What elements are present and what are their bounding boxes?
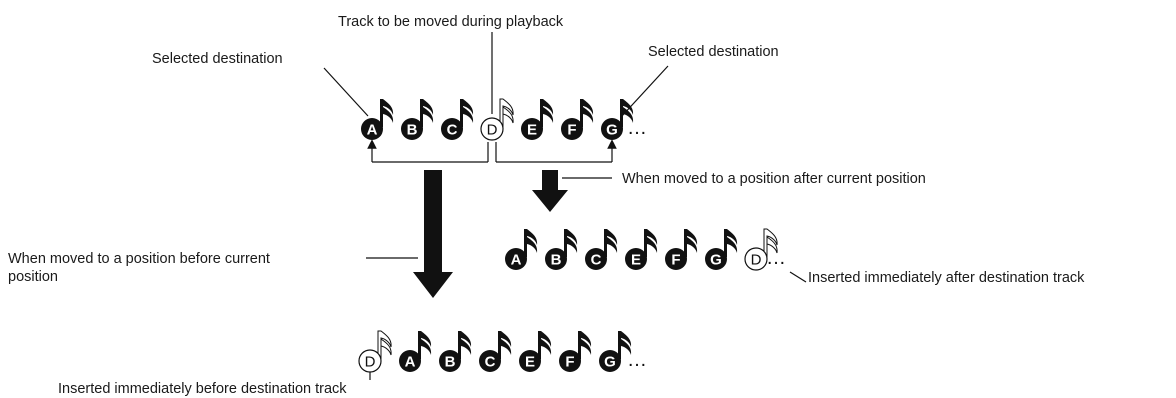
- big-arrow-after: [532, 170, 568, 212]
- track-letter: B: [445, 354, 456, 371]
- track-note-icon: F: [561, 99, 594, 140]
- track-note-icon: F: [559, 331, 592, 372]
- before-row-ellipsis: …: [627, 349, 647, 371]
- track-note-icon: D: [480, 98, 514, 141]
- track-letter: A: [405, 354, 416, 371]
- track-note-icon: B: [545, 229, 578, 270]
- moved-before-label-line2: position: [8, 269, 58, 285]
- moved-before-label-line1: When moved to a position before current: [8, 251, 270, 267]
- track-letter: E: [631, 252, 641, 269]
- track-note-icon: G: [705, 229, 738, 270]
- track-letter: G: [710, 252, 722, 269]
- track-note-icon: F: [665, 229, 698, 270]
- track-letter: D: [365, 354, 376, 371]
- track-note-icon: E: [521, 99, 554, 140]
- after-row-ellipsis: …: [766, 247, 786, 269]
- selected-destination-right-label: Selected destination: [648, 44, 779, 60]
- selected-destination-left-label: Selected destination: [152, 51, 283, 67]
- moved-after-label: When moved to a position after current p…: [622, 171, 926, 187]
- track-note-icon: E: [519, 331, 552, 372]
- original-track-row: A B C D E F G: [361, 98, 634, 141]
- track-letter: C: [485, 354, 496, 371]
- track-note-icon: C: [585, 229, 618, 270]
- track-letter: B: [551, 252, 562, 269]
- track-note-icon: C: [479, 331, 512, 372]
- inserted-after-leader: [789, 271, 807, 283]
- original-row-ellipsis: …: [627, 117, 647, 139]
- track-letter: C: [447, 122, 458, 139]
- track-letter: G: [604, 354, 616, 371]
- track-letter: C: [591, 252, 602, 269]
- track-letter: D: [751, 252, 762, 269]
- track-note-icon: E: [625, 229, 658, 270]
- track-note-icon: A: [505, 229, 538, 270]
- track-letter: A: [511, 252, 522, 269]
- track-note-icon: D: [358, 330, 392, 373]
- track-letter: F: [565, 354, 574, 371]
- track-moved-label: Track to be moved during playback: [338, 14, 564, 30]
- track-letter: E: [527, 122, 537, 139]
- track-letter: G: [606, 122, 618, 139]
- track-note-icon: A: [361, 99, 394, 140]
- track-note-icon: G: [599, 331, 632, 372]
- inserted-before-label: Inserted immediately before destination …: [58, 381, 347, 397]
- track-letter: D: [487, 122, 498, 139]
- track-letter: F: [567, 122, 576, 139]
- track-letter: F: [671, 252, 680, 269]
- track-note-icon: G: [601, 99, 634, 140]
- selected-destination-left-leader: [323, 67, 369, 117]
- track-letter: E: [525, 354, 535, 371]
- inserted-after-label: Inserted immediately after destination t…: [808, 270, 1085, 286]
- track-note-icon: C: [441, 99, 474, 140]
- track-note-icon: B: [439, 331, 472, 372]
- track-note-icon: A: [399, 331, 432, 372]
- track-letter: B: [407, 122, 418, 139]
- track-note-icon: B: [401, 99, 434, 140]
- big-arrow-before: [413, 170, 453, 298]
- track-letter: A: [367, 122, 378, 139]
- track-note-icon: D: [744, 228, 778, 271]
